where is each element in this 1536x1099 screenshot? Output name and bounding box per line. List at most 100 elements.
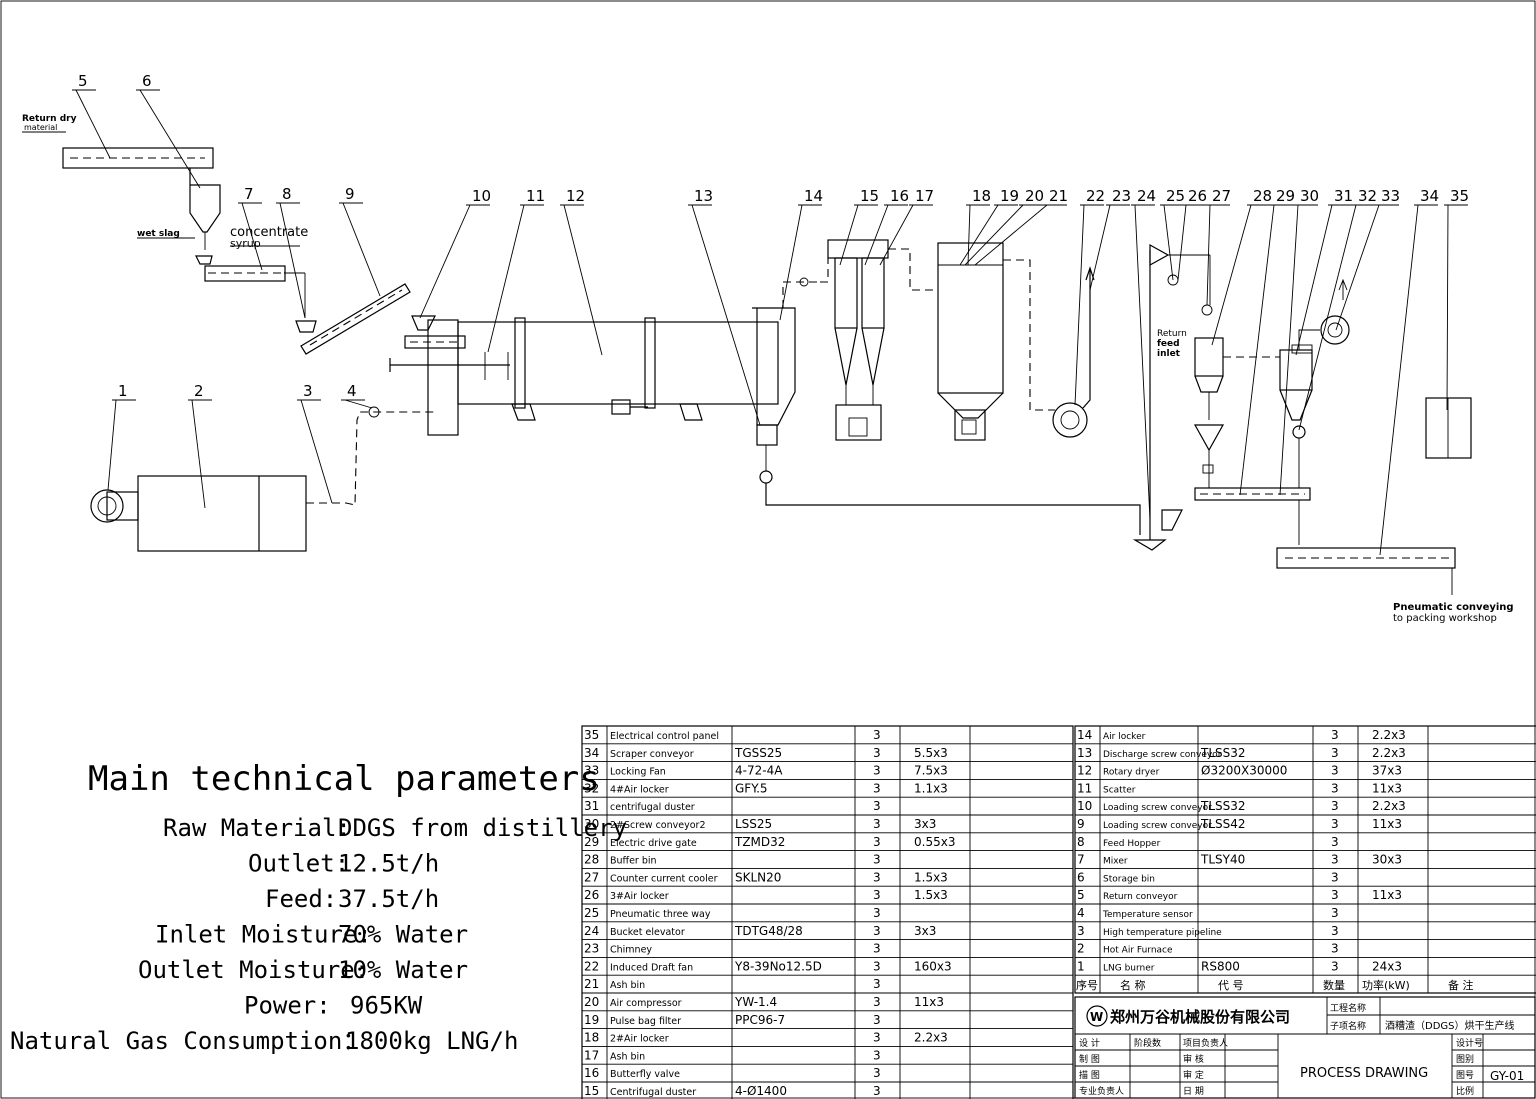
ash-bin-21 xyxy=(954,409,986,441)
svg-text:32: 32 xyxy=(584,781,599,795)
callout-13: 13 xyxy=(694,187,713,205)
svg-text:TGSS25: TGSS25 xyxy=(734,746,782,760)
svg-text:15: 15 xyxy=(584,1084,599,1098)
pneumatic-three-way xyxy=(1167,274,1179,286)
parameter-value: DDGS from distillery xyxy=(338,814,627,842)
svg-text:5.5x3: 5.5x3 xyxy=(914,746,948,760)
sub-project-value: 酒糟渣（DDGS）烘干生产线 xyxy=(1385,1019,1515,1032)
parameter-label: Raw Material: xyxy=(163,814,351,842)
callout-18: 18 xyxy=(972,187,991,205)
svg-text:3: 3 xyxy=(1077,924,1085,938)
svg-text:Ø3200X30000: Ø3200X30000 xyxy=(1201,764,1287,778)
centrifugal-duster-b xyxy=(861,257,885,329)
callout-23: 23 xyxy=(1112,187,1131,205)
drawing-number: GY-01 xyxy=(1490,1069,1524,1083)
callout-24: 24 xyxy=(1137,187,1156,205)
callout-14: 14 xyxy=(804,187,823,205)
svg-text:35: 35 xyxy=(584,728,599,742)
svg-text:Discharge screw conveyor: Discharge screw conveyor xyxy=(1103,750,1222,760)
svg-text:序号: 序号 xyxy=(1076,978,1098,992)
svg-text:3: 3 xyxy=(873,1013,881,1027)
svg-text:3: 3 xyxy=(873,817,881,831)
role-label: 审 定 xyxy=(1183,1069,1204,1081)
svg-text:3: 3 xyxy=(1331,728,1339,742)
svg-text:34: 34 xyxy=(584,746,599,760)
storage-bin xyxy=(189,168,221,233)
svg-text:28: 28 xyxy=(584,853,599,867)
svg-text:TZMD32: TZMD32 xyxy=(734,835,785,849)
callout-27: 27 xyxy=(1212,187,1231,205)
svg-text:3: 3 xyxy=(873,1084,881,1098)
role-label: 阶段数 xyxy=(1134,1037,1161,1049)
temperature-sensor xyxy=(368,406,380,418)
equipment-drawing xyxy=(62,147,1472,595)
svg-text:Feed Hopper: Feed Hopper xyxy=(1103,839,1161,849)
svg-text:TLSS42: TLSS42 xyxy=(1200,817,1246,831)
callout-19: 19 xyxy=(1000,187,1019,205)
project-name-label: 工程名称 xyxy=(1330,1002,1366,1014)
svg-text:3: 3 xyxy=(1331,817,1339,831)
callout-21: 21 xyxy=(1049,187,1068,205)
svg-text:Buffer bin: Buffer bin xyxy=(610,856,657,867)
svg-text:2.2x3: 2.2x3 xyxy=(914,1031,948,1045)
callout-6: 6 xyxy=(142,72,152,90)
svg-text:3: 3 xyxy=(1331,764,1339,778)
svg-text:2.2x3: 2.2x3 xyxy=(1372,746,1406,760)
callout-28: 28 xyxy=(1253,187,1272,205)
role-label: 项目负责人 xyxy=(1183,1037,1228,1049)
svg-text:23: 23 xyxy=(584,942,599,956)
callout-17: 17 xyxy=(915,187,934,205)
parameter-value: 70% Water xyxy=(338,921,468,949)
svg-text:3: 3 xyxy=(873,1048,881,1062)
svg-text:4-Ø1400: 4-Ø1400 xyxy=(735,1084,787,1098)
svg-text:功率(kW): 功率(kW) xyxy=(1362,978,1410,992)
callout-2: 2 xyxy=(194,382,204,400)
svg-text:TLSS32: TLSS32 xyxy=(1200,746,1246,760)
svg-text:Hot Air Furnace: Hot Air Furnace xyxy=(1103,946,1173,956)
svg-text:备 注: 备 注 xyxy=(1448,978,1474,992)
role-label: 描 图 xyxy=(1079,1069,1100,1081)
side-label: 图别 xyxy=(1456,1054,1474,1065)
svg-text:4-72-4A: 4-72-4A xyxy=(735,764,783,778)
parameter-value: 10% Water xyxy=(338,956,468,984)
svg-text:2.2x3: 2.2x3 xyxy=(1372,728,1406,742)
svg-text:3: 3 xyxy=(873,835,881,849)
svg-text:3: 3 xyxy=(873,764,881,778)
svg-text:0.55x3: 0.55x3 xyxy=(914,835,955,849)
svg-text:Loading screw conveyor: Loading screw conveyor xyxy=(1103,803,1212,813)
svg-text:LSS25: LSS25 xyxy=(735,817,772,831)
svg-text:22: 22 xyxy=(584,959,599,973)
svg-text:Counter current cooler: Counter current cooler xyxy=(610,873,718,884)
svg-text:Scatter: Scatter xyxy=(1103,785,1136,795)
svg-text:Y8-39No12.5D: Y8-39No12.5D xyxy=(734,959,822,973)
callout-4: 4 xyxy=(347,382,357,400)
svg-text:37x3: 37x3 xyxy=(1372,764,1402,778)
callout-3: 3 xyxy=(303,382,313,400)
svg-text:2#Screw conveyor2: 2#Screw conveyor2 xyxy=(610,820,706,831)
callout-8: 8 xyxy=(282,185,292,203)
svg-text:High temperature pipeline: High temperature pipeline xyxy=(1103,928,1222,938)
svg-text:PPC96-7: PPC96-7 xyxy=(735,1013,785,1027)
svg-text:5: 5 xyxy=(1077,888,1085,902)
discharge-box xyxy=(752,307,796,426)
svg-text:SKLN20: SKLN20 xyxy=(735,870,781,884)
induced-draft-fan xyxy=(1052,402,1088,438)
callout-11: 11 xyxy=(526,187,545,205)
mixer xyxy=(204,265,286,282)
role-label: 设 计 xyxy=(1079,1037,1100,1049)
svg-text:10: 10 xyxy=(1077,799,1092,813)
svg-text:TLSS32: TLSS32 xyxy=(1200,799,1246,813)
svg-text:3: 3 xyxy=(1331,799,1339,813)
